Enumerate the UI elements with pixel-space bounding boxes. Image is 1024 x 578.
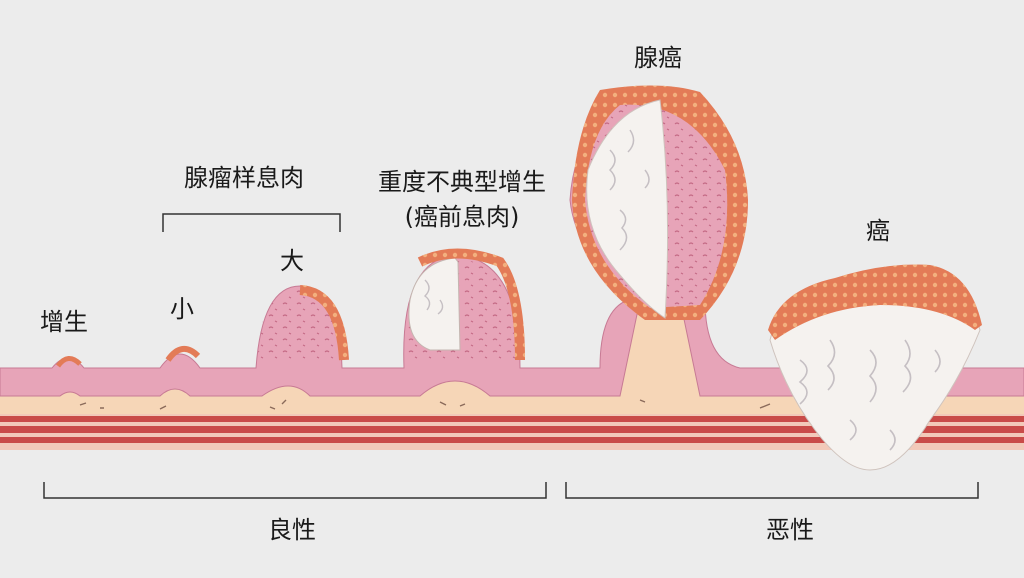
label-adenomatous-polyp: 腺瘤样息肉 <box>184 164 304 192</box>
dysplasia-polyp <box>407 248 525 361</box>
small-adenoma <box>165 346 201 362</box>
large-adenoma <box>258 285 349 361</box>
label-precancerous-polyp: (癌前息肉) <box>404 203 520 231</box>
cancer-mass <box>768 264 982 471</box>
benign-bracket <box>43 482 547 499</box>
label-severe-dysplasia: 重度不典型增生 <box>378 168 546 196</box>
label-malignant: 恶性 <box>766 516 814 544</box>
malignant-bracket <box>565 482 979 499</box>
label-hyperplasia: 增生 <box>40 308 88 336</box>
label-benign: 良性 <box>268 516 316 544</box>
hyperplasia-bump <box>55 356 82 368</box>
adenocarcinoma-polyp <box>572 85 748 320</box>
label-large: 大 <box>280 247 304 275</box>
adenomatous-bracket <box>162 213 341 232</box>
label-adenocarcinoma: 腺癌 <box>634 44 682 72</box>
label-cancer: 癌 <box>866 217 890 245</box>
label-small: 小 <box>170 295 194 323</box>
